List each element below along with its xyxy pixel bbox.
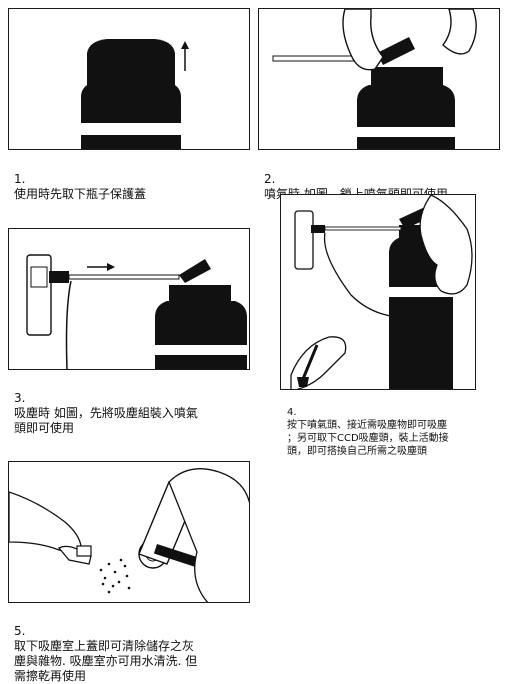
step-2-illustration — [258, 8, 500, 150]
step-4-text: 按下噴氣頭、接近需吸塵物即可吸塵 ；另可取下CCD吸塵頭，裝上活動接 頭，即可搭… — [287, 420, 449, 457]
step-2-number: 2. — [264, 172, 276, 186]
step-5-number: 5. — [14, 624, 26, 638]
step-4-illustration — [280, 194, 476, 390]
step-5-text: 取下吸塵室上蓋即可清除儲存之灰 塵與雜物. 吸塵室亦可用水清洗. 但 需擦乾再使… — [14, 639, 198, 683]
step-3-number: 3. — [14, 391, 26, 405]
step-3-text: 吸塵時 如圖，先將吸塵組裝入噴氣 頭即可使用 — [14, 406, 198, 435]
step-1-number: 1. — [14, 172, 26, 186]
step-5-caption: 5. 取下吸塵室上蓋即可清除儲存之灰 塵與雜物. 吸塵室亦可用水清洗. 但 需擦… — [14, 609, 197, 684]
step-3-illustration — [8, 228, 250, 370]
step-1-illustration — [8, 8, 250, 150]
step-3-caption: 3. 吸塵時 如圖，先將吸塵組裝入噴氣 頭即可使用 — [14, 376, 198, 436]
step-1-text: 使用時先取下瓶子保護蓋 — [14, 187, 147, 201]
step-4-caption: 4. 按下噴氣頭、接近需吸塵物即可吸塵 ；另可取下CCD吸塵頭，裝上活動接 頭，… — [287, 393, 449, 458]
step-4-number: 4. — [287, 407, 297, 418]
step-5-illustration — [8, 461, 250, 603]
step-1-caption: 1. 使用時先取下瓶子保護蓋 — [14, 157, 146, 202]
